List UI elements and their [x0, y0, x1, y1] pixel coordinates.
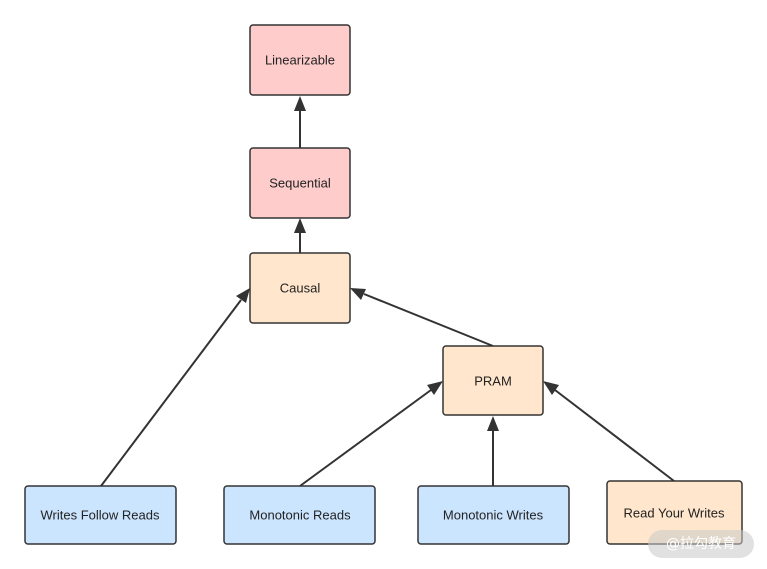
- edge-monotonic-reads-to-pram: [299, 381, 443, 487]
- edges: [100, 96, 675, 487]
- node-writes-follow-reads: Writes Follow Reads: [24, 485, 177, 545]
- node-linearizable: Linearizable: [249, 24, 351, 96]
- node-label-sequential: Sequential: [269, 175, 331, 190]
- watermark-text: @拉勾教育: [666, 536, 736, 552]
- node-sequential: Sequential: [249, 147, 351, 219]
- node-label-linearizable: Linearizable: [265, 52, 335, 67]
- node-monotonic-reads: Monotonic Reads: [223, 485, 376, 545]
- node-pram: PRAM: [442, 345, 544, 416]
- node-label-causal: Causal: [280, 280, 321, 295]
- watermark-badge: @拉勾教育: [648, 530, 754, 558]
- node-label-monotonic-reads: Monotonic Reads: [249, 507, 351, 522]
- edge-sequential-to-linearizable: [294, 96, 306, 148]
- node-label-read-your-writes: Read Your Writes: [624, 505, 725, 520]
- node-label-writes-follow-reads: Writes Follow Reads: [41, 507, 160, 522]
- node-read-your-writes: Read Your Writes: [606, 480, 743, 545]
- edge-writes-follow-reads-to-causal: [100, 288, 250, 487]
- edge-pram-to-causal: [350, 288, 494, 347]
- edge-monotonic-writes-to-pram: [487, 416, 499, 486]
- edge-read-your-writes-to-pram: [543, 381, 675, 482]
- node-label-pram: PRAM: [474, 373, 512, 388]
- node-label-monotonic-writes: Monotonic Writes: [443, 507, 544, 522]
- edge-causal-to-sequential: [294, 218, 306, 253]
- node-causal: Causal: [249, 252, 351, 324]
- node-monotonic-writes: Monotonic Writes: [417, 485, 570, 545]
